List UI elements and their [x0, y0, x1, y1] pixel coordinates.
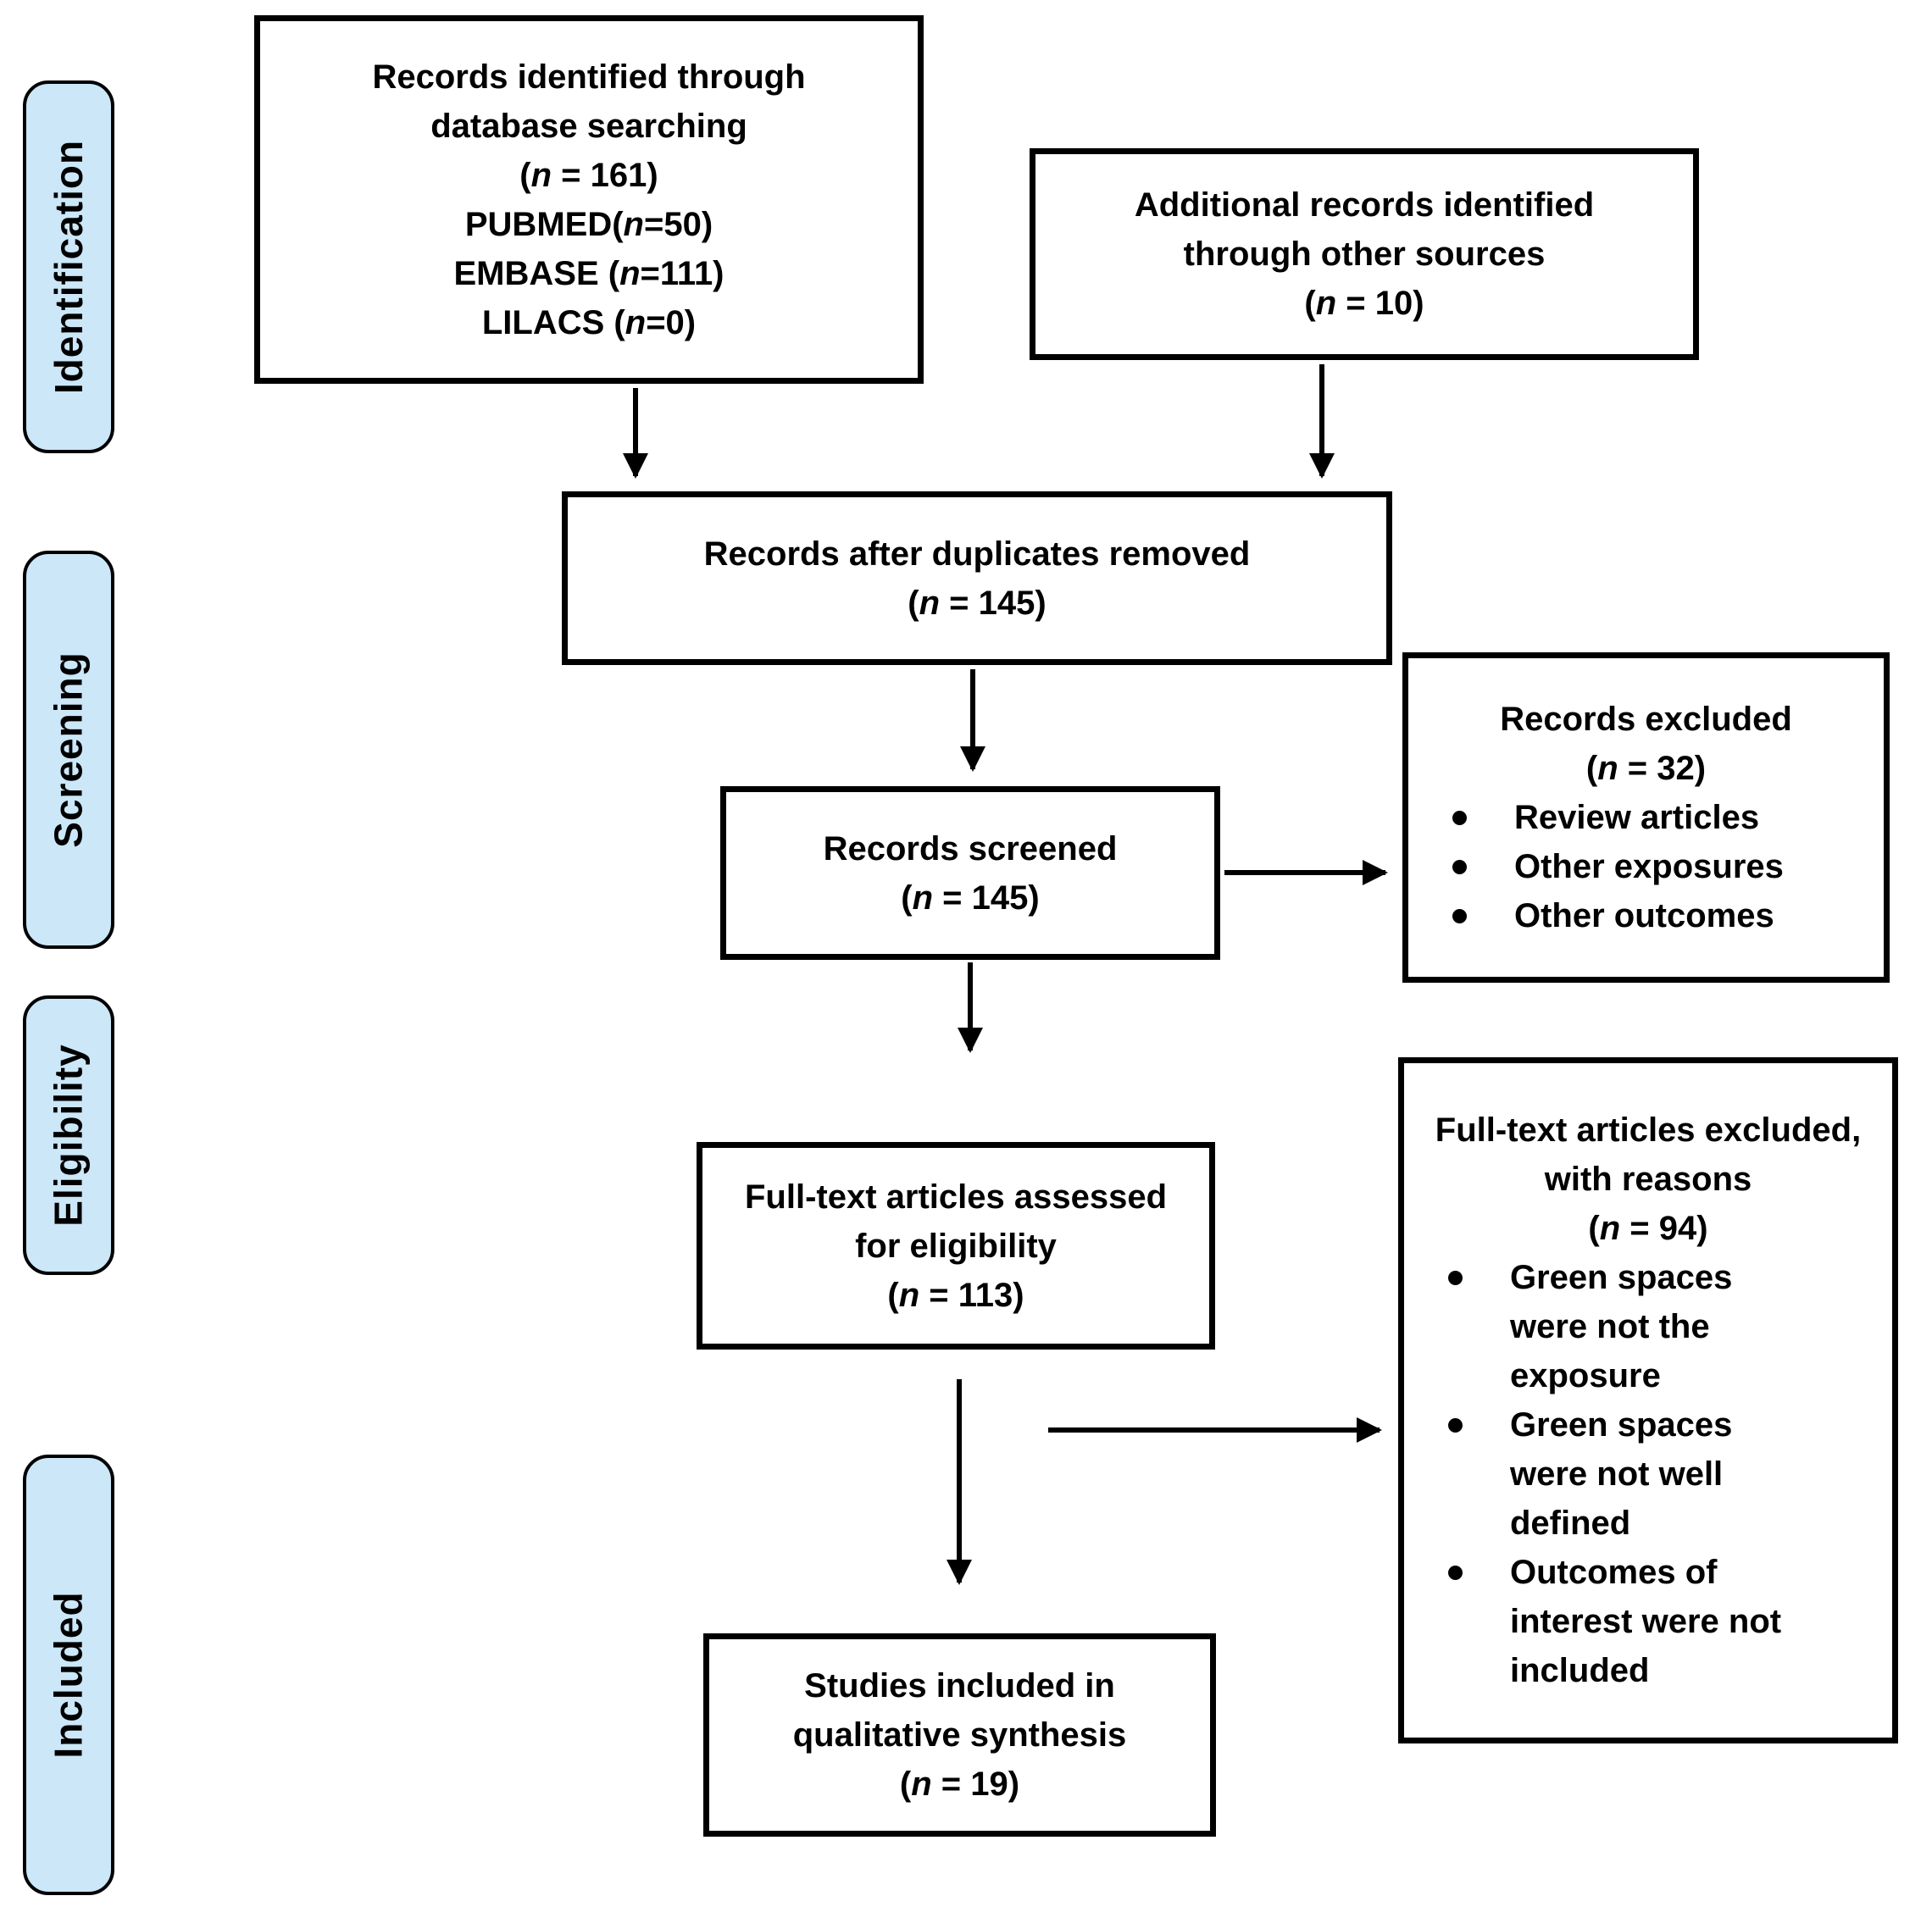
bullet-text: Outcomes of interest were not included — [1510, 1554, 1782, 1689]
bullet-icon — [1448, 1418, 1463, 1433]
text-line: (n = 10) — [1304, 285, 1424, 322]
text-line: LILACS (n=0) — [481, 303, 697, 341]
stage-label-text: Included — [47, 1591, 91, 1759]
text-line: Records excluded — [1500, 701, 1792, 738]
text-line: Records screened — [823, 829, 1118, 868]
box-studies-included: Studies included in qualitative synthesis… — [703, 1633, 1216, 1837]
text-line: (n = 161) — [519, 156, 658, 194]
bullet-item: Review articles — [1449, 793, 1884, 842]
text-line: (n = 32) — [1585, 750, 1707, 787]
stage-label-screening: Screening — [23, 551, 114, 949]
stage-label-eligibility: Eligibility — [23, 995, 114, 1275]
text-line: Full-text articles excluded, — [1435, 1111, 1862, 1149]
text-line: Full-text articles assessed — [744, 1178, 1168, 1216]
box-records-identified: Records identified through database searc… — [254, 15, 924, 384]
bullet-text: Green spaces were not well defined — [1510, 1406, 1733, 1542]
bullet-item: Green spaces were not the exposure — [1445, 1253, 1892, 1400]
text-line: PUBMED(n=50) — [464, 205, 713, 243]
text-line: (n = 113) — [887, 1276, 1024, 1314]
text-line: (n = 145) — [908, 584, 1046, 622]
box-title: Records excluded (n = 32) — [1500, 695, 1792, 793]
box-records-after-duplicates: Records after duplicates removed (n = 145… — [562, 491, 1392, 665]
stage-label-text: Screening — [47, 651, 92, 848]
text-line: (n = 19) — [899, 1766, 1020, 1803]
text-line: (n = 145) — [901, 879, 1040, 917]
bullet-icon — [1448, 1566, 1463, 1580]
text-line: for eligibility — [855, 1227, 1057, 1265]
stage-label-included: Included — [23, 1455, 114, 1895]
box-fulltext-excluded: Full-text articles excluded, with reasons… — [1398, 1057, 1898, 1743]
bullet-icon — [1452, 811, 1467, 825]
stage-label-text: Identification — [47, 139, 92, 395]
bullet-text: Other exposures — [1514, 848, 1784, 885]
text-line: with reasons — [1544, 1161, 1752, 1198]
bullet-icon — [1448, 1271, 1463, 1285]
text-line: (n = 94) — [1588, 1210, 1708, 1247]
box-title: Full-text articles excluded, with reasons… — [1435, 1106, 1861, 1253]
bullet-text: Green spaces were not the exposure — [1510, 1259, 1733, 1394]
text-line: qualitative synthesis — [792, 1716, 1127, 1754]
bullet-icon — [1452, 909, 1467, 923]
text-line: Records identified through — [372, 58, 806, 96]
bullet-text: Review articles — [1514, 799, 1760, 836]
box-records-screened: Records screened (n = 145) — [720, 786, 1220, 960]
text-line: Studies included in — [804, 1667, 1115, 1705]
bullet-item: Outcomes of interest were not included — [1445, 1548, 1892, 1695]
bullet-item: Other exposures — [1449, 842, 1884, 891]
bullet-text: Other outcomes — [1514, 897, 1774, 934]
stage-label-identification: Identification — [23, 80, 114, 453]
box-additional-records: Additional records identified through oth… — [1030, 148, 1699, 360]
box-records-excluded: Records excluded (n = 32) Review articles… — [1402, 652, 1890, 983]
text-line: Additional records identified — [1134, 186, 1595, 224]
bullet-item: Green spaces were not well defined — [1445, 1400, 1892, 1548]
bullet-icon — [1452, 860, 1467, 874]
text-line: EMBASE (n=111) — [453, 254, 724, 292]
stage-label-text: Eligibility — [47, 1044, 91, 1227]
bullet-item: Other outcomes — [1449, 891, 1884, 940]
text-line: through other sources — [1183, 236, 1546, 273]
text-line: Records after duplicates removed — [703, 535, 1251, 573]
text-line: database searching — [430, 107, 747, 145]
box-fulltext-assessed: Full-text articles assessed for eligibili… — [697, 1142, 1215, 1350]
